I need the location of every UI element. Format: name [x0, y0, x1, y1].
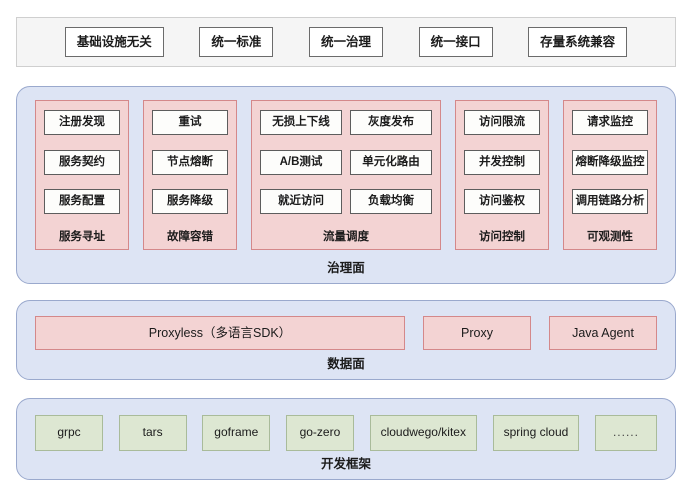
capability-item: 无损上下线	[260, 110, 342, 135]
principle-item: 存量系统兼容	[528, 27, 628, 57]
capability-item: 并发控制	[464, 149, 540, 175]
data-plane-item-java-agent: Java Agent	[549, 316, 657, 350]
capability-item: 注册发现	[44, 110, 120, 135]
capability-item: 灰度发布	[350, 110, 432, 135]
governance-group-list: 注册发现 服务契约 服务配置 服务寻址 重试 节点熔断 服务降级 故障容错 无损…	[35, 100, 657, 250]
capability-grid: 请求监控 熔断降级监控 调用链路分析	[572, 110, 648, 222]
governance-group-traffic-scheduling: 无损上下线 灰度发布 A/B测试 单元化路由 就近访问 负载均衡 流量调度	[251, 100, 441, 250]
data-plane-label: 数据面	[327, 357, 365, 371]
principle-item: 统一标准	[199, 27, 274, 57]
framework-item-spring-cloud: spring cloud	[492, 415, 580, 451]
framework-item-tars: tars	[118, 415, 187, 451]
framework-item-goframe: goframe	[202, 415, 271, 451]
data-plane-item-list: Proxyless（多语言SDK） Proxy Java Agent	[35, 316, 657, 350]
data-plane: Proxyless（多语言SDK） Proxy Java Agent 数据面	[16, 300, 676, 380]
framework-item-list: grpc tars goframe go-zero cloudwego/kite…	[35, 415, 657, 451]
framework-item-grpc: grpc	[35, 415, 103, 451]
capability-item: 访问限流	[464, 110, 540, 135]
principle-item: 基础设施无关	[64, 27, 164, 57]
governance-group-label: 可观测性	[587, 231, 633, 243]
capability-grid: 重试 节点熔断 服务降级	[152, 110, 228, 222]
capability-item: 就近访问	[260, 189, 342, 215]
data-plane-item-proxy: Proxy	[423, 316, 531, 350]
capability-item: 服务配置	[44, 189, 120, 215]
governance-plane: 注册发现 服务契约 服务配置 服务寻址 重试 节点熔断 服务降级 故障容错 无损…	[16, 86, 676, 284]
capability-item: 重试	[152, 110, 228, 135]
capability-item: 单元化路由	[350, 149, 432, 175]
capability-grid: 无损上下线 灰度发布 A/B测试 单元化路由 就近访问 负载均衡	[260, 110, 432, 222]
governance-group-label: 流量调度	[323, 231, 369, 243]
capability-item: 负载均衡	[350, 189, 432, 215]
governance-group-service-discovery: 注册发现 服务契约 服务配置 服务寻址	[35, 100, 129, 250]
principle-item: 统一接口	[418, 27, 493, 57]
principles-band: 基础设施无关 统一标准 统一治理 统一接口 存量系统兼容	[16, 17, 676, 67]
capability-item: 服务契约	[44, 149, 120, 175]
capability-grid: 注册发现 服务契约 服务配置	[44, 110, 120, 222]
framework-plane: grpc tars goframe go-zero cloudwego/kite…	[16, 398, 676, 480]
capability-item: A/B测试	[260, 149, 342, 175]
framework-item-go-zero: go-zero	[285, 415, 354, 451]
framework-item-cloudwego-kitex: cloudwego/kitex	[369, 415, 477, 451]
capability-item: 节点熔断	[152, 149, 228, 175]
governance-group-access-control: 访问限流 并发控制 访问鉴权 访问控制	[455, 100, 549, 250]
capability-grid: 访问限流 并发控制 访问鉴权	[464, 110, 540, 222]
capability-item: 访问鉴权	[464, 189, 540, 215]
capability-item: 熔断降级监控	[572, 149, 648, 175]
framework-plane-label: 开发框架	[320, 457, 371, 471]
capability-item: 请求监控	[572, 110, 648, 135]
governance-group-label: 故障容错	[167, 231, 213, 243]
capability-item: 调用链路分析	[572, 189, 648, 215]
governance-group-label: 访问控制	[479, 231, 525, 243]
framework-item-more: ......	[594, 415, 657, 451]
data-plane-item-proxyless: Proxyless（多语言SDK）	[35, 316, 405, 350]
governance-group-fault-tolerance: 重试 节点熔断 服务降级 故障容错	[143, 100, 237, 250]
governance-group-label: 服务寻址	[59, 231, 105, 243]
governance-plane-label: 治理面	[327, 261, 365, 275]
principle-item: 统一治理	[308, 27, 383, 57]
governance-group-observability: 请求监控 熔断降级监控 调用链路分析 可观测性	[563, 100, 657, 250]
capability-item: 服务降级	[152, 189, 228, 215]
